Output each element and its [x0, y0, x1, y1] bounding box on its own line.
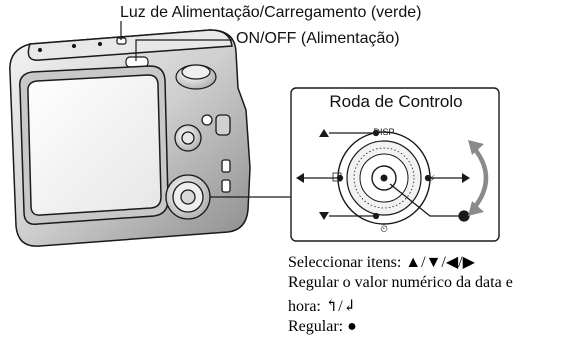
instruction-select: Seleccionar itens: ▲/▼/◀/▶ [288, 252, 475, 272]
adjust-label: Regular o valor numérico da data e [288, 274, 513, 291]
center-button [371, 165, 397, 191]
left-arrow-icon [296, 173, 304, 183]
direction-indicators [296, 129, 470, 222]
callout-lines [120, 21, 232, 61]
control-wheel-title: Roda de Controlo [329, 92, 463, 111]
instruction-adjust: Regular o valor numérico da data e [288, 274, 513, 292]
disp-label: DISP [373, 127, 394, 137]
select-arrows-icon: ▲/▼/◀/▶ [405, 254, 475, 271]
lcd-screen [19, 65, 169, 225]
set-label: Regular: [288, 318, 344, 335]
on-off-callout: ON/OFF (Alimentação) [236, 30, 400, 47]
rotate-arrow-icon [468, 140, 489, 216]
top-buttons [37, 37, 217, 90]
right-arrow-icon [462, 173, 470, 183]
center-press-icon [458, 210, 470, 222]
back-buttons [165, 114, 231, 220]
self-timer-icon: ⏲ [380, 224, 388, 235]
up-arrow-icon [319, 129, 329, 137]
down-arrow-icon [319, 212, 329, 220]
rotate-glyphs-icon: ↰/↲ [324, 298, 357, 315]
instruction-set: Regular: ● [288, 318, 357, 336]
instruction-adjust-continued: hora: ↰/↲ [288, 296, 356, 316]
adjust-label-2: hora: [288, 298, 321, 315]
control-wheel-large: DISP ⏲ ⚡ [332, 127, 436, 235]
power-light-callout: Luz de Alimentação/Carregamento (verde) [120, 4, 422, 21]
select-label: Seleccionar itens: [288, 254, 402, 271]
on-off-button [125, 56, 149, 68]
set-dot-icon: ● [347, 318, 357, 335]
flash-icon: ⚡ [428, 174, 435, 185]
